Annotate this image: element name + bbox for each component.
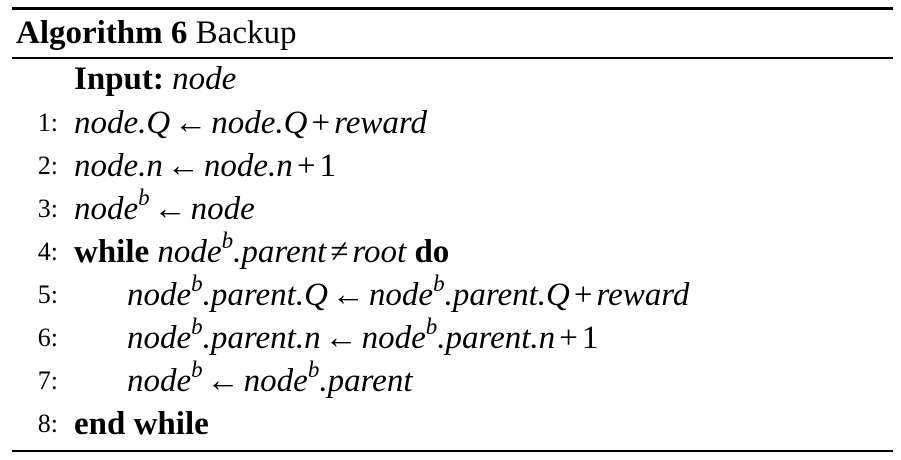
assign-arrow: ← <box>166 148 200 184</box>
expr-rhs: node <box>190 191 255 227</box>
cond-rhs: root <box>352 234 407 270</box>
expr-tail: reward <box>334 105 427 141</box>
assign-arrow: ← <box>331 277 365 313</box>
line-number: 6: <box>37 323 58 352</box>
cond-sup: b <box>221 228 234 253</box>
line-body: while nodeb.parent≠root do <box>74 229 450 272</box>
expr-rhs-rest: .parent.Q <box>444 277 570 313</box>
expr-rhs-rest: .parent.n <box>437 320 556 356</box>
line-number: 3: <box>37 194 58 223</box>
expr-lhs-base: node <box>127 363 192 399</box>
expr-rhs-base: node <box>368 277 434 313</box>
line-number: 4: <box>37 237 58 266</box>
line-body: nodeb.parent.Q←nodeb.parent.Q+reward <box>127 272 690 315</box>
expr-rhs-rest: .parent <box>319 363 413 399</box>
expr-rhs-sup: b <box>425 314 438 339</box>
expr-rhs-base: node <box>243 363 308 399</box>
expr-lhs-base: node <box>127 277 192 313</box>
expr-rhs-sup: b <box>307 357 320 382</box>
expr-tail: 1 <box>319 148 336 184</box>
bottom-rule <box>12 450 893 452</box>
expr-tail: reward <box>596 277 690 313</box>
expr-lhs: node.Q <box>74 105 171 141</box>
algorithm-name: Backup <box>195 15 297 51</box>
expr-lhs-base: node <box>74 191 139 227</box>
assign-arrow: ← <box>153 191 187 227</box>
plus-sign: + <box>559 320 578 356</box>
cond-rest: .parent <box>233 234 327 270</box>
plus-sign: + <box>311 105 331 141</box>
algorithm-caption: Algorithm 6 Backup <box>16 13 296 53</box>
algorithm-block: Algorithm 6 Backup Input: node 1: node.Q… <box>12 0 893 460</box>
expr-rhs: node.Q <box>211 105 308 141</box>
line-number: 8: <box>37 409 58 438</box>
input-body: Input: node <box>74 59 236 99</box>
line-body: node.n←node.n+1 <box>74 146 336 186</box>
plus-sign: + <box>573 277 593 313</box>
plus-sign: + <box>296 148 316 184</box>
line-number: 5: <box>37 280 58 309</box>
while-keyword: while <box>74 234 150 270</box>
line-number: 7: <box>37 366 58 395</box>
expr-lhs-sup: b <box>138 185 150 210</box>
expr-lhs: node.n <box>74 148 163 184</box>
line-body: nodeb.parent.n←nodeb.parent.n+1 <box>127 315 599 358</box>
top-rule <box>12 7 893 10</box>
assign-arrow: ← <box>206 363 240 399</box>
line-body: nodeb←node <box>74 186 255 229</box>
end-while-keyword: end while <box>74 406 209 442</box>
expr-lhs-sup: b <box>191 357 203 382</box>
expr-lhs-rest: .parent.Q <box>202 277 328 313</box>
do-keyword: do <box>414 234 450 270</box>
assign-arrow: ← <box>324 320 358 356</box>
input-keyword: Input: <box>74 61 164 97</box>
expr-lhs-sup: b <box>191 271 203 296</box>
expr-rhs: node.n <box>203 148 293 184</box>
line-body: end while <box>74 404 209 444</box>
line-body: node.Q←node.Q+reward <box>74 103 427 143</box>
assign-arrow: ← <box>174 105 208 141</box>
expr-rhs-base: node <box>361 320 426 356</box>
line-body: nodeb←nodeb.parent <box>127 358 413 401</box>
expr-lhs-base: node <box>127 320 192 356</box>
not-equal-sign: ≠ <box>330 234 349 270</box>
input-value: node <box>172 61 237 97</box>
caption-rule <box>12 57 893 59</box>
line-number: 1: <box>37 108 58 137</box>
expr-lhs-sup: b <box>191 314 203 339</box>
line-number: 2: <box>37 151 58 180</box>
algorithm-label: Algorithm 6 <box>16 15 188 51</box>
cond-base: node <box>157 234 222 270</box>
expr-lhs-rest: .parent.n <box>202 320 321 356</box>
expr-tail: 1 <box>581 320 599 356</box>
expr-rhs-sup: b <box>433 271 445 296</box>
